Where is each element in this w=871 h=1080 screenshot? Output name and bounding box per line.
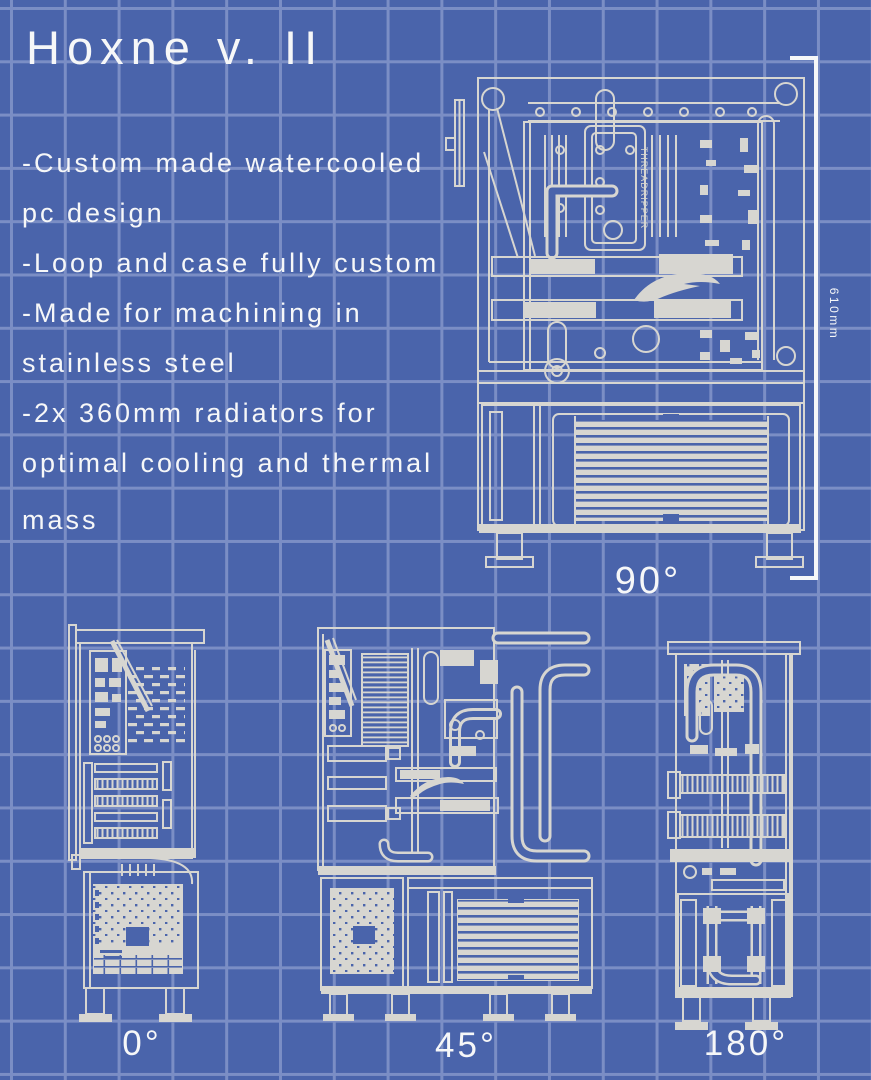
- case-feet-180: [675, 995, 778, 1030]
- pump-assembly: [544, 321, 660, 384]
- rog-logo-icon: [634, 273, 720, 302]
- psu-box-0: [83, 871, 199, 989]
- io-components: [700, 138, 760, 364]
- case-feet-90: [485, 532, 804, 568]
- feature-line: optimal cooling and thermal: [22, 448, 434, 478]
- mid-divider-0: [71, 848, 196, 885]
- feature-line: -Custom made watercooled: [22, 148, 425, 178]
- lower-tubes-180: [676, 893, 790, 996]
- water-tubes-90: [545, 89, 775, 360]
- view-0-drawing: [68, 624, 205, 1022]
- angle-label-45: 45°: [435, 1026, 497, 1065]
- rog-logo-icon-45: [410, 777, 464, 798]
- angle-label-180: 180°: [703, 1024, 789, 1063]
- lower-section-45: [318, 866, 593, 994]
- view-180-drawing: [667, 641, 801, 1030]
- page-title: Hoxne v. II: [26, 21, 325, 74]
- feature-line: -Made for machining in: [22, 298, 363, 328]
- view-45-drawing: [317, 627, 593, 1021]
- dimension-bracket: 610mm: [790, 56, 841, 580]
- vent-fins-45: [361, 653, 409, 747]
- cpu-brand-text: THREADRIPPER: [639, 147, 649, 230]
- feature-line: mass: [22, 505, 99, 535]
- mid-cards-180: [679, 660, 785, 848]
- water-tube-180: [685, 663, 763, 867]
- feature-list: -Custom made watercooled pc design -Loop…: [22, 138, 439, 545]
- water-tubes-45: [491, 631, 591, 863]
- vent-grille-0: [128, 664, 185, 746]
- drive-bays-45: [327, 745, 401, 822]
- gpu-cards: [491, 254, 743, 321]
- case-feet-0: [79, 987, 192, 1022]
- angle-label-0: 0°: [122, 1024, 162, 1063]
- mobo-tray-45: [411, 648, 502, 858]
- angle-label-90: 90°: [614, 560, 682, 602]
- feature-line: -Loop and case fully custom: [22, 248, 440, 278]
- case-feet-45: [323, 993, 576, 1021]
- feature-line: stainless steel: [22, 348, 237, 378]
- dimension-label: 610mm: [827, 288, 841, 341]
- view-90-drawing: THREADRIPPER: [445, 56, 841, 580]
- io-stack-45: [324, 649, 352, 737]
- rear-io-panel: [89, 650, 127, 755]
- motherboard-90: [483, 107, 763, 371]
- feature-line: -2x 360mm radiators for: [22, 398, 378, 428]
- case-outline-0: [68, 624, 205, 861]
- feature-line: pc design: [22, 198, 165, 228]
- pci-slots: [83, 761, 172, 844]
- screw-holes: [535, 107, 757, 117]
- side-handle: [445, 99, 465, 187]
- case-outline-180: [667, 641, 801, 998]
- divider-180: [670, 849, 792, 891]
- radiator-90: [479, 404, 801, 533]
